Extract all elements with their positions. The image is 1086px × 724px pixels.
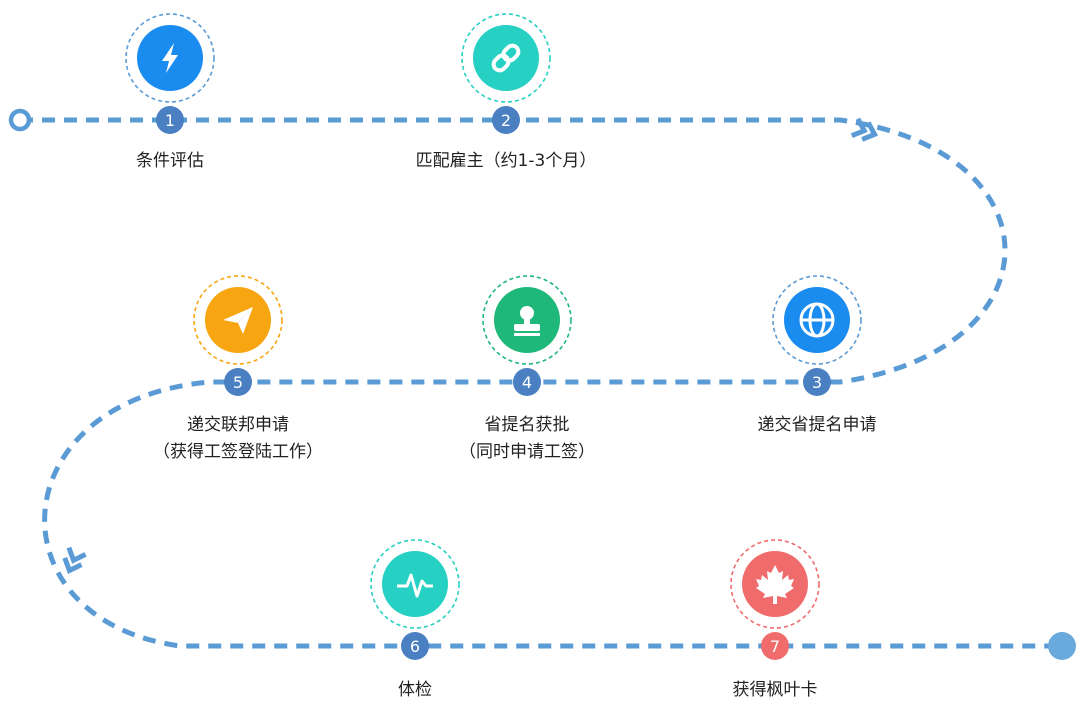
step-label: 递交省提名申请 bbox=[758, 412, 877, 439]
step-6: 6 bbox=[370, 539, 460, 660]
step-label-line: 递交联邦申请 bbox=[187, 415, 289, 435]
step-number: 6 bbox=[410, 637, 420, 656]
step-label-line: （获得工签登陆工作） bbox=[153, 442, 323, 462]
step-label: 获得枫叶卡 bbox=[733, 677, 818, 704]
globe-icon bbox=[799, 302, 835, 338]
step-number-badge bbox=[224, 368, 252, 396]
step-label: 匹配雇主（约1-3个月） bbox=[416, 148, 597, 175]
step-number: 3 bbox=[812, 373, 822, 392]
step-label: 条件评估 bbox=[136, 148, 204, 175]
step-number: 1 bbox=[165, 111, 175, 130]
direction-chevron-down-icon bbox=[62, 546, 87, 574]
step-label: 递交联邦申请 （获得工签登陆工作） bbox=[153, 412, 323, 466]
step-label-line: 匹配雇主（约1-3个月） bbox=[415, 151, 597, 171]
step-7: 7 bbox=[730, 539, 820, 660]
step-number: 7 bbox=[770, 637, 780, 656]
step-number-badge bbox=[761, 632, 789, 660]
step-label-line: 条件评估 bbox=[136, 151, 204, 171]
step-label-line: 体检 bbox=[398, 680, 432, 700]
heartbeat-icon bbox=[397, 573, 433, 598]
maple-leaf-icon bbox=[756, 565, 794, 604]
end-node bbox=[1048, 632, 1076, 660]
step-number-badge bbox=[492, 106, 520, 134]
step-label-line: 获得枫叶卡 bbox=[732, 680, 818, 700]
link-chain-icon bbox=[491, 43, 521, 73]
step-label-line: 递交省提名申请 bbox=[757, 415, 877, 435]
step-number-badge bbox=[513, 368, 541, 396]
step-number: 4 bbox=[522, 373, 532, 392]
direction-chevron-right-icon bbox=[850, 117, 879, 142]
dashed-flow-path bbox=[20, 117, 1060, 649]
lightning-bolt-icon bbox=[162, 43, 178, 73]
step-number-badge bbox=[156, 106, 184, 134]
step-label: 体检 bbox=[398, 677, 432, 704]
step-number-badge bbox=[803, 368, 831, 396]
step-3: 3 bbox=[772, 275, 862, 396]
step-label-line: （同时申请工签） bbox=[459, 442, 595, 462]
paper-plane-icon bbox=[223, 307, 253, 334]
step-1: 1 bbox=[125, 13, 215, 134]
step-number: 5 bbox=[233, 373, 243, 392]
stamp-icon bbox=[514, 306, 540, 336]
step-5: 5 bbox=[193, 275, 283, 396]
step-label-line: 省提名获批 bbox=[484, 415, 570, 435]
step-2: 2 bbox=[461, 13, 551, 134]
step-number: 2 bbox=[501, 111, 511, 130]
step-4: 4 bbox=[482, 275, 572, 396]
start-node bbox=[8, 108, 32, 132]
step-number-badge bbox=[401, 632, 429, 660]
step-label: 省提名获批 （同时申请工签） bbox=[459, 412, 595, 466]
